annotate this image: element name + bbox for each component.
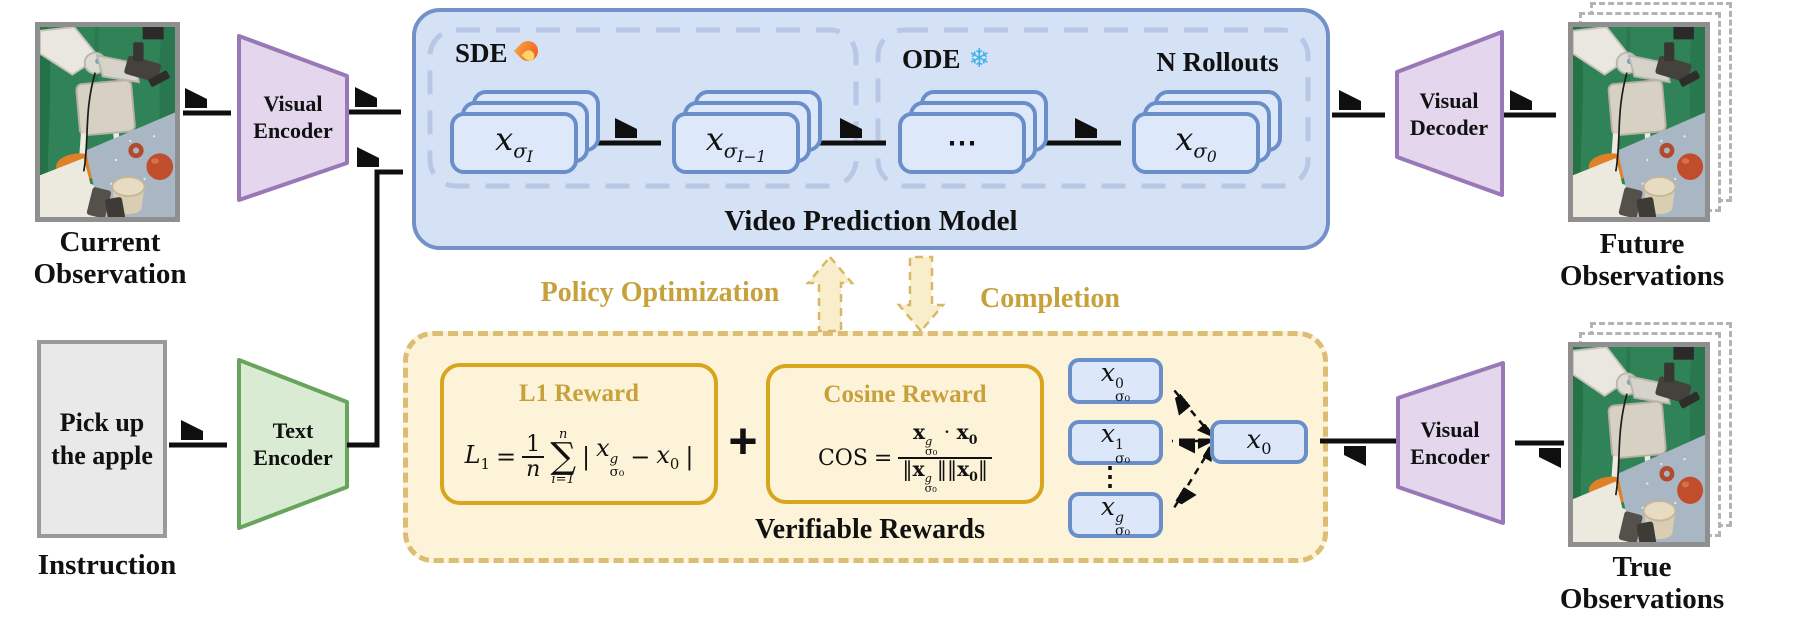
policy-optimization-label: Policy Optimization [540, 277, 780, 308]
ode-label: ODE [902, 44, 961, 74]
instruction-box: Pick up the apple [37, 340, 167, 538]
n-rollouts-label: N Rollouts [1156, 47, 1279, 77]
rollout-vertical-dots: ⋮ [1097, 462, 1123, 491]
true-observations-caption: True Observations [1559, 551, 1725, 616]
future-observations-caption: Future Observations [1559, 228, 1725, 293]
sde-label: SDE [455, 38, 508, 68]
visual-encoder-top-label: Visual Encoder [253, 91, 333, 143]
instruction-text-line2: the apple [51, 441, 153, 470]
future-observations-image [1568, 22, 1710, 222]
latent-card-stack-2: xσI−1 [672, 90, 822, 174]
arrow-text-encoder-to-vpm [347, 172, 403, 448]
text-encoder-label: Text Encoder [253, 418, 333, 470]
completion-down-arrow [896, 255, 946, 333]
latent-card-stack-3: ⋯ [898, 90, 1048, 174]
card3-dots: ⋯ [947, 126, 977, 160]
cosine-reward-title: Cosine Reward [823, 381, 987, 408]
latent-card-stack-1: xσI [450, 90, 600, 174]
visual-decoder-label: Visual Decoder [1409, 88, 1489, 140]
completion-label: Completion [980, 283, 1120, 314]
current-observation-image [35, 22, 180, 222]
verifiable-rewards-title: Verifiable Rewards [755, 514, 985, 545]
snowflake-icon: ❄ [968, 43, 991, 74]
instruction-caption: Instruction [37, 549, 177, 581]
card4-label: xσ0 [1175, 119, 1217, 167]
visual-encoder-bottom-label: Visual Encoder [1410, 417, 1490, 469]
l1-reward-title: L1 Reward [518, 380, 640, 407]
true-observations-image [1568, 342, 1710, 547]
card2-label: xσI−1 [705, 119, 767, 167]
card1-label: xσI [495, 119, 533, 167]
current-observation-caption: Current Observation [33, 226, 187, 291]
latent-card-stack-4: xσ0 [1132, 90, 1282, 174]
sde-label-row: SDE [455, 38, 540, 68]
plus-sign: + [728, 413, 758, 469]
vpm-title: Video Prediction Model [724, 205, 1018, 237]
x0-latent-box: x0 [1210, 420, 1308, 464]
flame-icon [517, 40, 540, 67]
ode-label-row: ODE ❄ [902, 44, 990, 74]
instruction-text-line1: Pick up [59, 408, 145, 437]
